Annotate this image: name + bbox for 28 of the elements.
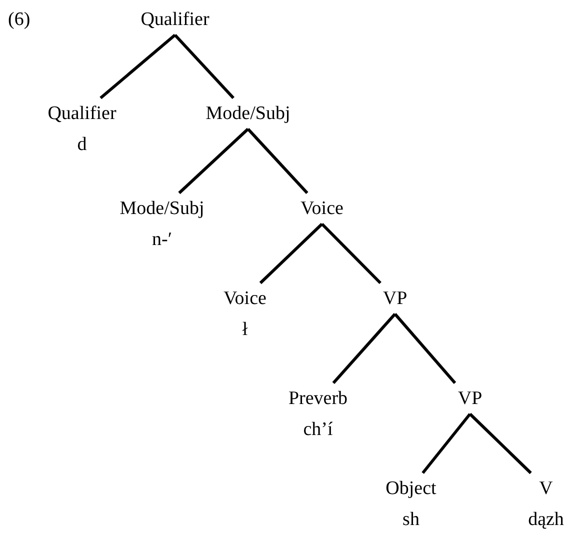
tree-branch <box>468 412 532 474</box>
tree-branch <box>332 313 396 384</box>
tree-branch <box>394 313 456 384</box>
category-label: Mode/Subj <box>206 104 290 123</box>
category-label: VP <box>382 289 408 308</box>
word-text: ł <box>241 320 249 339</box>
category-label: Preverb <box>288 389 348 408</box>
example-number: (6) <box>8 10 30 29</box>
word-text: dązh <box>528 510 564 529</box>
tree-branch <box>320 222 382 284</box>
category-label: Mode/Subj <box>120 199 204 218</box>
word-text: sh <box>402 510 420 529</box>
word-text: ch’í <box>302 420 334 439</box>
category-label: Voice <box>300 199 344 218</box>
word-text: n-′ <box>151 230 173 249</box>
category-label: Qualifier <box>140 10 210 29</box>
tree-branch <box>178 128 250 194</box>
tree-branch <box>422 413 472 474</box>
tree-branch <box>259 222 324 284</box>
category-label: Voice <box>224 289 266 308</box>
word-text: d <box>76 135 88 154</box>
tree-branch <box>246 128 308 194</box>
category-label: Object <box>386 479 436 498</box>
tree-branch <box>174 34 234 100</box>
category-label: Qualifier <box>48 104 116 123</box>
category-label: V <box>538 479 554 498</box>
category-label: VP <box>458 389 482 408</box>
tree-branch <box>100 34 176 100</box>
